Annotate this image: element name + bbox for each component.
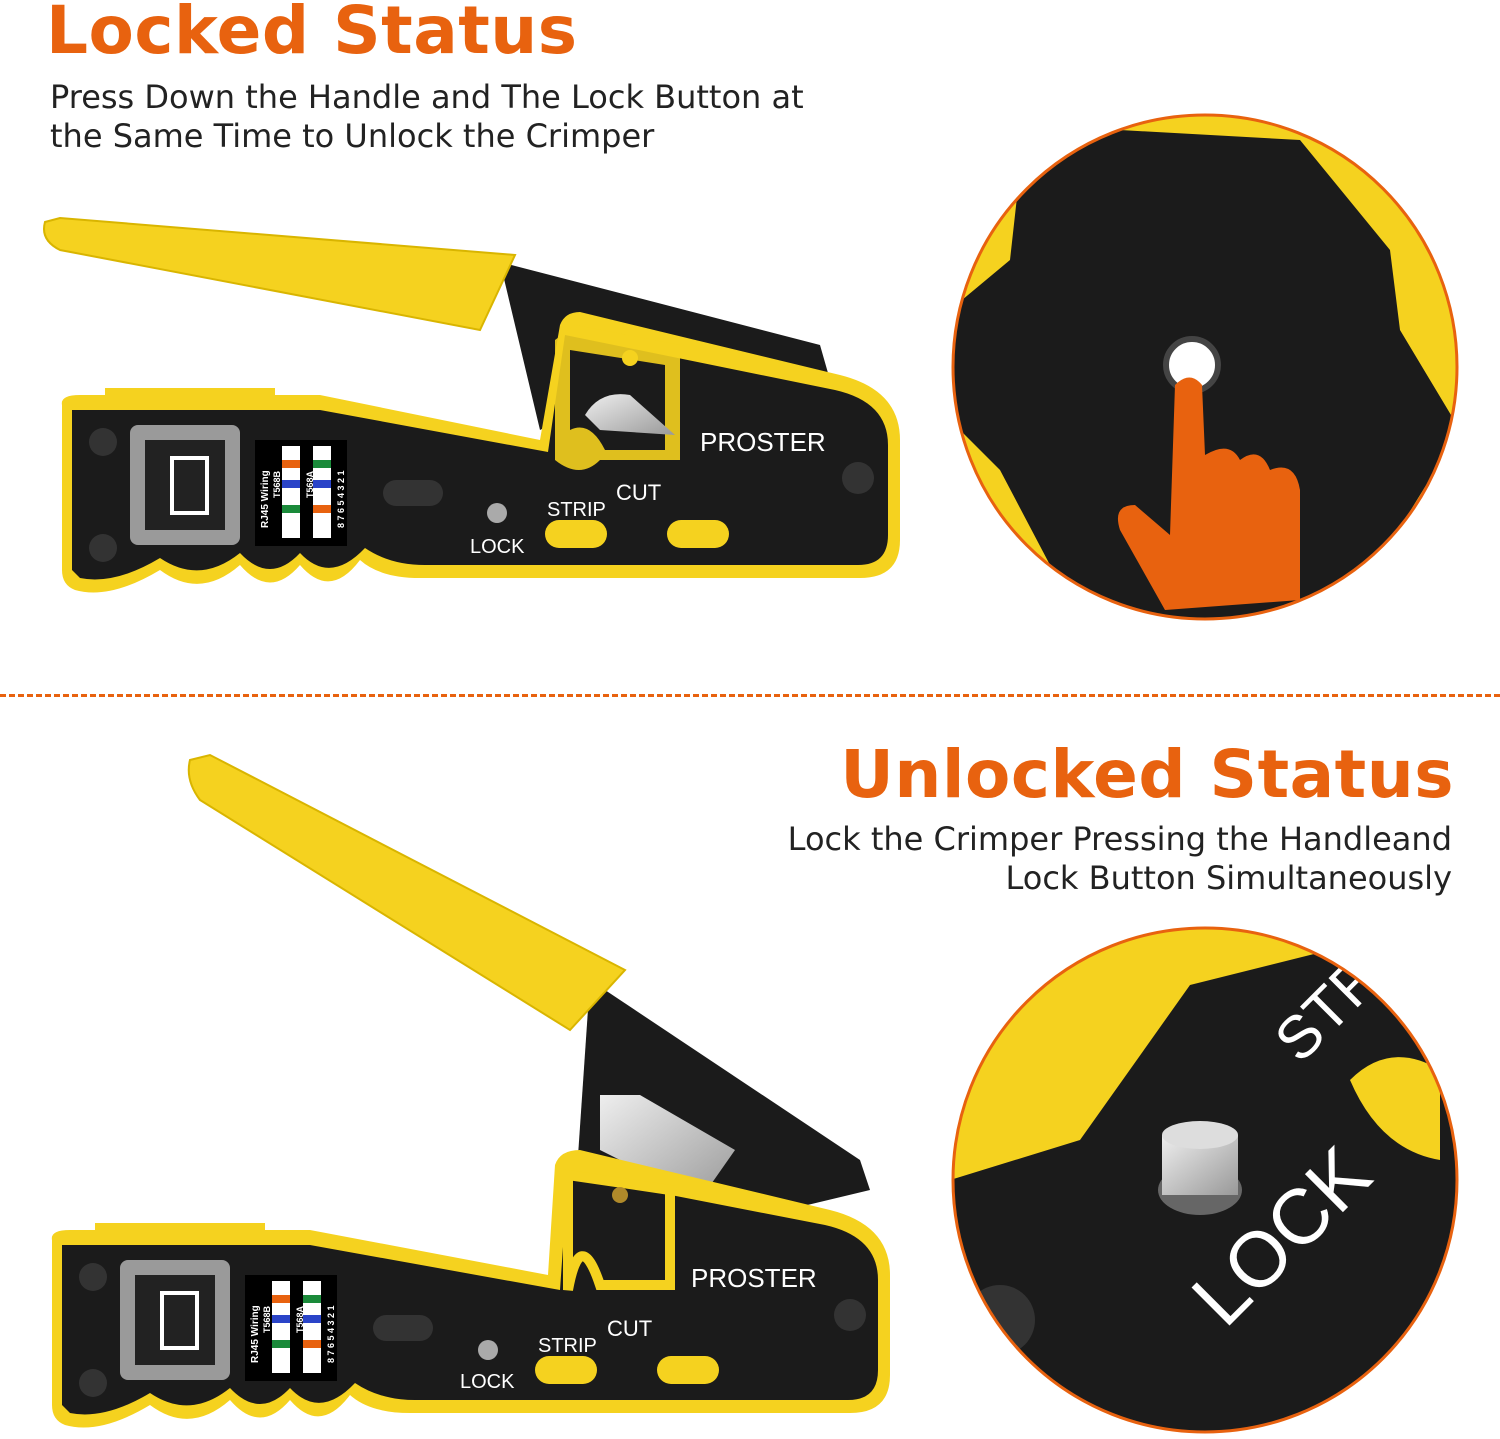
brand-label: PROSTER xyxy=(691,1263,817,1293)
unlocked-description-line: Lock the Crimper Pressing the Handleand xyxy=(787,820,1452,858)
unlocked-closeup: LOCK STR xyxy=(953,928,1457,1432)
strip-label: STRIP xyxy=(547,499,606,521)
pin-numbers: 8 7 6 5 4 3 2 1 xyxy=(326,1305,336,1363)
pin-numbers: 8 7 6 5 4 3 2 1 xyxy=(336,470,346,528)
crimper-locked: PROSTER CUT STRIP LOCK RJ45 Wiring T568B… xyxy=(43,216,901,593)
lock-label: LOCK xyxy=(470,536,525,558)
cut-label: CUT xyxy=(616,480,661,505)
wiring-stripes xyxy=(272,1281,321,1373)
strip-label: STRIP xyxy=(538,1335,597,1357)
brand-label: PROSTER xyxy=(700,427,826,457)
locked-description-line: Press Down the Handle and The Lock Butto… xyxy=(50,78,804,116)
wiring-stripes xyxy=(282,446,331,538)
locked-description-line: the Same Time to Unlock the Crimper xyxy=(50,117,655,155)
t568a-label: T568A xyxy=(295,1305,305,1333)
crimper-unlocked: PROSTER CUT STRIP LOCK RJ45 Wiring T568B… xyxy=(51,753,891,1428)
cut-label: CUT xyxy=(607,1316,652,1341)
wiring-title: RJ45 Wiring xyxy=(260,470,271,528)
unlocked-description-line: Lock Button Simultaneously xyxy=(1005,859,1452,897)
t568a-label: T568A xyxy=(305,470,315,498)
section-divider xyxy=(0,694,1500,697)
unlocked-title: Unlocked Status xyxy=(840,736,1454,813)
t568b-label: T568B xyxy=(272,470,282,498)
pointing-hand-icon xyxy=(1117,377,1300,610)
locked-title: Locked Status xyxy=(46,0,578,69)
unlocked-description: Lock the Crimper Pressing the Handleand … xyxy=(788,820,1452,898)
lock-label: LOCK xyxy=(460,1371,515,1393)
wiring-title: RJ45 Wiring xyxy=(250,1305,261,1363)
t568b-label: T568B xyxy=(262,1305,272,1333)
locked-description: Press Down the Handle and The Lock Butto… xyxy=(50,78,804,156)
